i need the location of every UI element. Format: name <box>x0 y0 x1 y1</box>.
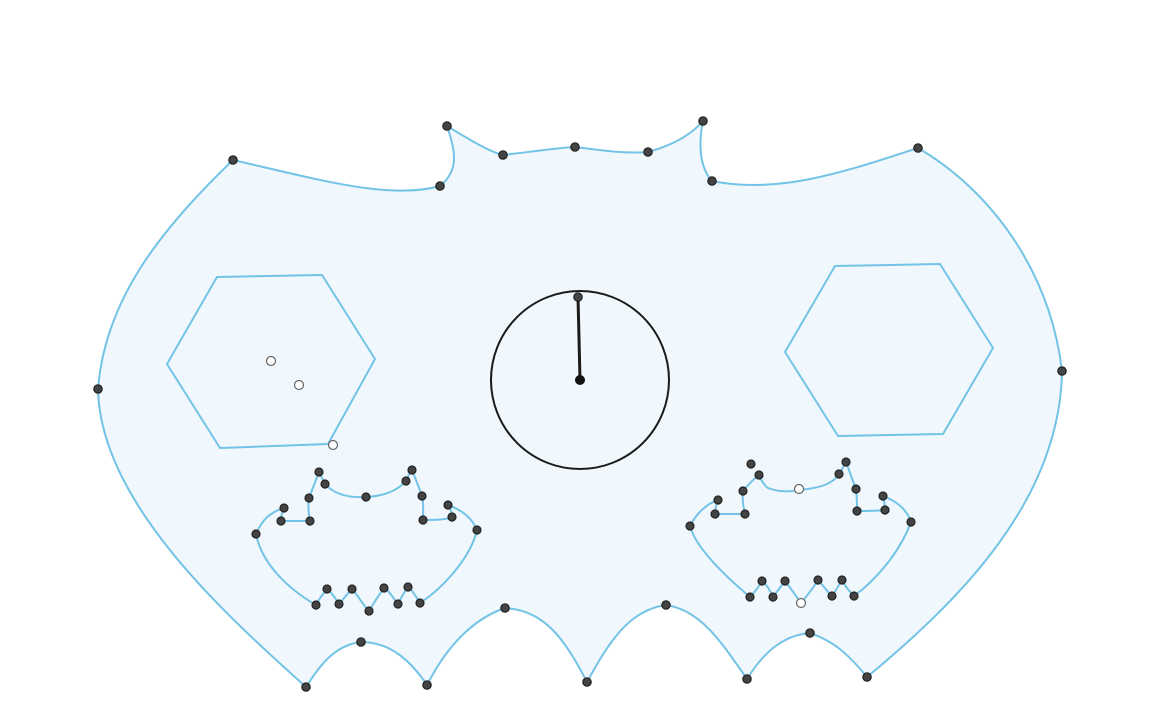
right-bat-anchor-points[interactable] <box>685 457 916 602</box>
anchor-point[interactable] <box>768 592 778 602</box>
anchor-point[interactable] <box>851 484 861 494</box>
left-bat-anchor-points[interactable] <box>251 465 482 616</box>
control-point[interactable] <box>793 483 805 495</box>
anchor-point[interactable] <box>500 603 510 613</box>
anchor-point[interactable] <box>710 509 720 519</box>
center-circle[interactable] <box>490 290 670 470</box>
anchor-point[interactable] <box>582 677 592 687</box>
control-point[interactable] <box>795 597 807 609</box>
anchor-point[interactable] <box>643 147 653 157</box>
anchor-point[interactable] <box>498 150 508 160</box>
anchor-point[interactable] <box>738 486 748 496</box>
anchor-point[interactable] <box>837 575 847 585</box>
anchor-point[interactable] <box>364 606 374 616</box>
anchor-point[interactable] <box>356 637 366 647</box>
anchor-point[interactable] <box>304 493 314 503</box>
anchor-point[interactable] <box>834 469 844 479</box>
outer-anchor-points[interactable] <box>93 116 1067 692</box>
anchor-point[interactable] <box>707 176 717 186</box>
anchor-point[interactable] <box>472 525 482 535</box>
anchor-point[interactable] <box>780 576 790 586</box>
anchor-point[interactable] <box>852 506 862 516</box>
anchor-point[interactable] <box>228 155 238 165</box>
anchor-point[interactable] <box>745 592 755 602</box>
outer-bat-shape[interactable] <box>97 120 1063 688</box>
anchor-point[interactable] <box>740 509 750 519</box>
anchor-point[interactable] <box>862 672 872 682</box>
anchor-point[interactable] <box>334 599 344 609</box>
anchor-point[interactable] <box>415 598 425 608</box>
control-point[interactable] <box>293 379 305 391</box>
anchor-point[interactable] <box>447 512 457 522</box>
right-hexagon[interactable] <box>784 263 994 437</box>
anchor-point[interactable] <box>1057 366 1067 376</box>
anchor-point[interactable] <box>746 459 756 469</box>
anchor-point[interactable] <box>913 143 923 153</box>
anchor-point[interactable] <box>573 292 583 302</box>
anchor-point[interactable] <box>661 600 671 610</box>
anchor-point[interactable] <box>301 682 311 692</box>
anchor-point[interactable] <box>742 674 752 684</box>
anchor-point[interactable] <box>685 521 695 531</box>
anchor-point[interactable] <box>93 384 103 394</box>
anchor-point[interactable] <box>417 491 427 501</box>
anchor-point[interactable] <box>361 492 371 502</box>
anchor-point[interactable] <box>393 599 403 609</box>
anchor-point[interactable] <box>379 583 389 593</box>
anchor-point[interactable] <box>849 591 859 601</box>
anchor-point[interactable] <box>314 467 324 477</box>
anchor-point[interactable] <box>422 680 432 690</box>
anchor-point[interactable] <box>403 582 413 592</box>
anchor-point[interactable] <box>880 505 890 515</box>
anchor-point[interactable] <box>407 465 417 475</box>
anchor-point[interactable] <box>906 517 916 527</box>
radius-line[interactable] <box>576 295 582 382</box>
anchor-point[interactable] <box>347 584 357 594</box>
anchor-point[interactable] <box>698 116 708 126</box>
anchor-point[interactable] <box>442 121 452 131</box>
control-points[interactable] <box>265 355 807 609</box>
anchor-point[interactable] <box>443 500 453 510</box>
anchor-point[interactable] <box>251 529 261 539</box>
anchor-point[interactable] <box>322 584 332 594</box>
anchor-point[interactable] <box>418 515 428 525</box>
outer-bat-shape-fill[interactable] <box>98 121 1062 687</box>
anchor-point[interactable] <box>435 181 445 191</box>
anchor-point[interactable] <box>754 470 764 480</box>
anchor-point[interactable] <box>311 600 321 610</box>
anchor-point[interactable] <box>320 479 330 489</box>
control-point[interactable] <box>327 439 339 451</box>
anchor-point[interactable] <box>841 457 851 467</box>
anchor-point[interactable] <box>570 142 580 152</box>
center-circle-group[interactable] <box>490 290 670 470</box>
anchor-point[interactable] <box>813 575 823 585</box>
anchor-point[interactable] <box>276 516 286 526</box>
anchor-point[interactable] <box>401 476 411 486</box>
anchor-point[interactable] <box>757 576 767 586</box>
control-point[interactable] <box>265 355 277 367</box>
circle-center-point[interactable] <box>575 375 585 385</box>
anchor-point[interactable] <box>878 491 888 501</box>
anchor-point[interactable] <box>305 516 315 526</box>
anchor-point[interactable] <box>713 495 723 505</box>
anchor-point[interactable] <box>827 591 837 601</box>
anchor-point[interactable] <box>279 503 289 513</box>
anchor-point[interactable] <box>805 628 815 638</box>
